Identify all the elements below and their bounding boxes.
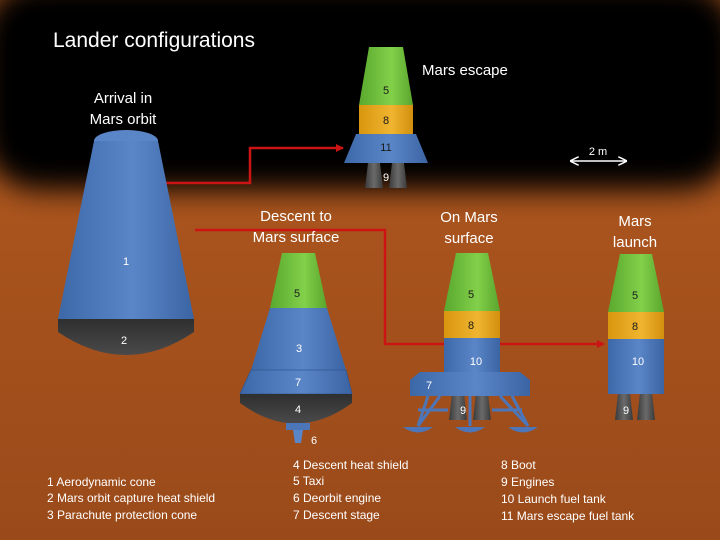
stage-label-surface-line1: On Mars bbox=[440, 209, 498, 226]
component-number-1: 1 bbox=[123, 256, 129, 268]
launch-taxi bbox=[608, 254, 664, 312]
escape-taxi bbox=[359, 47, 413, 105]
surface-engine-left bbox=[449, 393, 467, 420]
lander-surface: On Mars surface 5 8 10 7 9 bbox=[403, 209, 538, 433]
orbit-capture-heat-shield bbox=[58, 319, 194, 355]
surface-boot bbox=[444, 311, 500, 338]
aerodynamic-cone bbox=[58, 141, 194, 319]
component-number-11: 11 bbox=[380, 142, 391, 154]
stage-label-descent-line2: Mars surface bbox=[253, 229, 340, 246]
component-number-7-surface: 7 bbox=[426, 380, 432, 392]
component-number-9-surface: 9 bbox=[460, 405, 466, 417]
stage-label-launch-line1: Mars bbox=[618, 213, 651, 230]
legend-item: 8 Boot bbox=[501, 458, 536, 472]
legend-item: 7 Descent stage bbox=[293, 508, 380, 522]
escape-engine-left bbox=[365, 163, 383, 188]
component-number-8-escape: 8 bbox=[383, 115, 389, 127]
surface-descent-stage bbox=[410, 372, 530, 396]
lander-escape: Mars escape 5 8 11 9 bbox=[344, 47, 508, 188]
descent-heat-shield bbox=[240, 394, 352, 424]
component-number-5-surface: 5 bbox=[468, 289, 474, 301]
surface-taxi bbox=[444, 253, 500, 311]
lander-descent: Descent to Mars surface 5 3 7 4 6 bbox=[239, 208, 353, 447]
component-number-8-launch: 8 bbox=[632, 321, 638, 333]
legend-item: 6 Deorbit engine bbox=[293, 491, 381, 505]
legend-item: 5 Taxi bbox=[293, 474, 324, 488]
escape-engine-right bbox=[389, 163, 407, 188]
component-number-5-descent: 5 bbox=[294, 288, 300, 300]
component-number-5-escape: 5 bbox=[383, 85, 389, 97]
deorbit-engine bbox=[293, 430, 303, 443]
component-number-9-launch: 9 bbox=[623, 405, 629, 417]
surface-engine-right bbox=[473, 393, 491, 420]
legend-item: 11 Mars escape fuel tank bbox=[501, 509, 635, 523]
legend-item: 9 Engines bbox=[501, 475, 554, 489]
legend-item: 3 Parachute protection cone bbox=[47, 508, 197, 522]
component-number-7-descent: 7 bbox=[295, 377, 301, 389]
component-number-2: 2 bbox=[121, 335, 127, 347]
component-number-8-surface: 8 bbox=[468, 320, 474, 332]
descent-taxi bbox=[270, 253, 327, 308]
parachute-protection-cone bbox=[251, 308, 346, 370]
component-number-10-launch: 10 bbox=[632, 356, 644, 368]
component-number-6: 6 bbox=[311, 435, 317, 447]
launch-engine-right bbox=[637, 393, 655, 420]
landing-foot-right bbox=[508, 427, 538, 433]
landing-foot-middle bbox=[455, 427, 485, 433]
legend-item: 10 Launch fuel tank bbox=[501, 492, 607, 506]
scale-label: 2 m bbox=[589, 146, 607, 158]
component-number-5-launch: 5 bbox=[632, 290, 638, 302]
landing-foot-left bbox=[403, 427, 433, 433]
deorbit-engine-mount bbox=[286, 423, 310, 430]
component-number-3: 3 bbox=[296, 343, 302, 355]
component-number-10-surface: 10 bbox=[470, 356, 482, 368]
flow-arrow-to-escape bbox=[160, 144, 344, 185]
lander-arrival: Arrival in Mars orbit 1 2 bbox=[58, 90, 194, 355]
stage-label-descent-line1: Descent to bbox=[260, 208, 332, 225]
legend-item: 4 Descent heat shield bbox=[293, 458, 408, 472]
legend-item: 2 Mars orbit capture heat shield bbox=[47, 491, 215, 505]
stage-label-escape: Mars escape bbox=[422, 62, 508, 79]
legend: 1 Aerodynamic cone 2 Mars orbit capture … bbox=[47, 458, 635, 523]
stage-label-arrival-line1: Arrival in bbox=[94, 90, 152, 107]
stage-label-arrival-line2: Mars orbit bbox=[90, 111, 158, 128]
space-background bbox=[0, 0, 720, 190]
stage-label-launch-line2: launch bbox=[613, 234, 657, 251]
launch-boot bbox=[608, 312, 664, 339]
surface-launch-fuel-tank bbox=[444, 338, 500, 372]
escape-fuel-tank bbox=[344, 134, 428, 163]
component-number-9-escape: 9 bbox=[383, 172, 389, 184]
diagram-title: Lander configurations bbox=[53, 29, 255, 52]
stage-label-surface-line2: surface bbox=[444, 230, 493, 247]
lander-launch: Mars launch 5 8 10 9 bbox=[608, 213, 664, 420]
escape-boot bbox=[359, 105, 413, 134]
legend-item: 1 Aerodynamic cone bbox=[47, 475, 156, 489]
launch-fuel-tank bbox=[608, 339, 664, 394]
descent-stage-legs bbox=[416, 394, 530, 428]
launch-engine-left bbox=[615, 393, 633, 420]
component-number-4: 4 bbox=[295, 404, 301, 416]
